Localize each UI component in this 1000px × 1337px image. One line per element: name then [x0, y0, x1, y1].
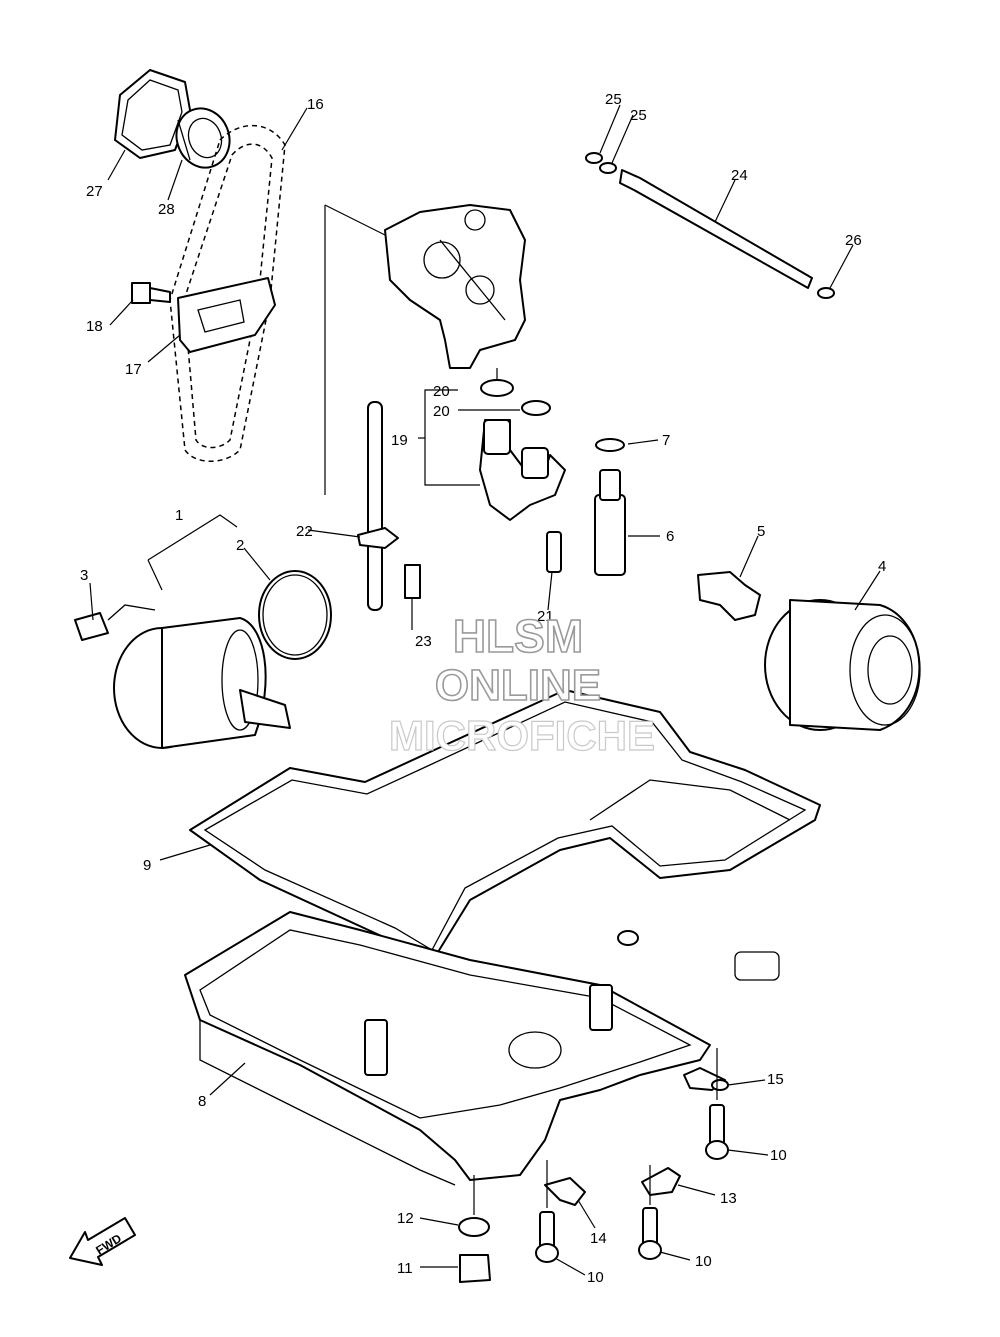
callout-8: 8 [198, 1093, 206, 1110]
oil-level-pipe [585, 152, 835, 299]
callout-labels: 1 2 3 4 5 6 7 8 9 10 10 10 11 12 13 14 1… [80, 91, 886, 1286]
watermark: HLSM ONLINE MICROFICHE [388, 609, 655, 759]
callout-24: 24 [731, 167, 748, 184]
callout-26: 26 [845, 232, 862, 249]
callout-12: 12 [397, 1210, 414, 1227]
callout-19: 19 [391, 432, 408, 449]
callout-22: 22 [296, 523, 313, 540]
callout-4: 4 [878, 558, 886, 575]
callout-11: 11 [397, 1260, 413, 1277]
callout-6: 6 [666, 528, 674, 545]
oil-pump-chain [169, 124, 286, 462]
callout-25a: 25 [605, 91, 622, 108]
callout-13: 13 [720, 1190, 737, 1207]
watermark-line-2: ONLINE [435, 661, 601, 710]
pump-drive-sprocket [114, 69, 231, 169]
callout-28: 28 [158, 201, 175, 218]
callout-23: 23 [415, 633, 432, 650]
callout-5: 5 [757, 523, 765, 540]
callout-14: 14 [590, 1230, 607, 1247]
oil-cooler [74, 570, 332, 749]
callout-10b: 10 [587, 1269, 604, 1286]
callout-17: 17 [125, 361, 142, 378]
callout-21: 21 [537, 608, 554, 625]
leader-lines [89, 104, 881, 1276]
oil-pan [184, 911, 780, 1186]
callout-20b: 20 [433, 403, 450, 420]
callout-9: 9 [143, 857, 151, 874]
callout-10a: 10 [770, 1147, 787, 1164]
chain-guide [131, 277, 276, 353]
watermark-line-3: MICROFICHE [389, 712, 655, 759]
callout-27: 27 [86, 183, 103, 200]
callout-2: 2 [236, 537, 244, 554]
callout-7: 7 [662, 432, 670, 449]
oil-pump-assembly [324, 204, 526, 495]
oil-pan-hardware [458, 1067, 729, 1283]
callout-16: 16 [307, 96, 324, 113]
callout-15: 15 [767, 1071, 784, 1088]
oil-pipe [418, 368, 566, 521]
callout-18: 18 [86, 318, 103, 335]
watermark-line-1: HLSM [453, 610, 583, 662]
strainer-rod [357, 401, 421, 611]
callout-1: 1 [175, 507, 183, 524]
forward-arrow: FWD [69, 1217, 136, 1266]
callout-20a: 20 [433, 383, 450, 400]
oil-filter [697, 571, 921, 731]
callout-25b: 25 [630, 107, 647, 124]
relief-valve [546, 438, 626, 576]
callout-10c: 10 [695, 1253, 712, 1270]
callout-3: 3 [80, 567, 88, 584]
